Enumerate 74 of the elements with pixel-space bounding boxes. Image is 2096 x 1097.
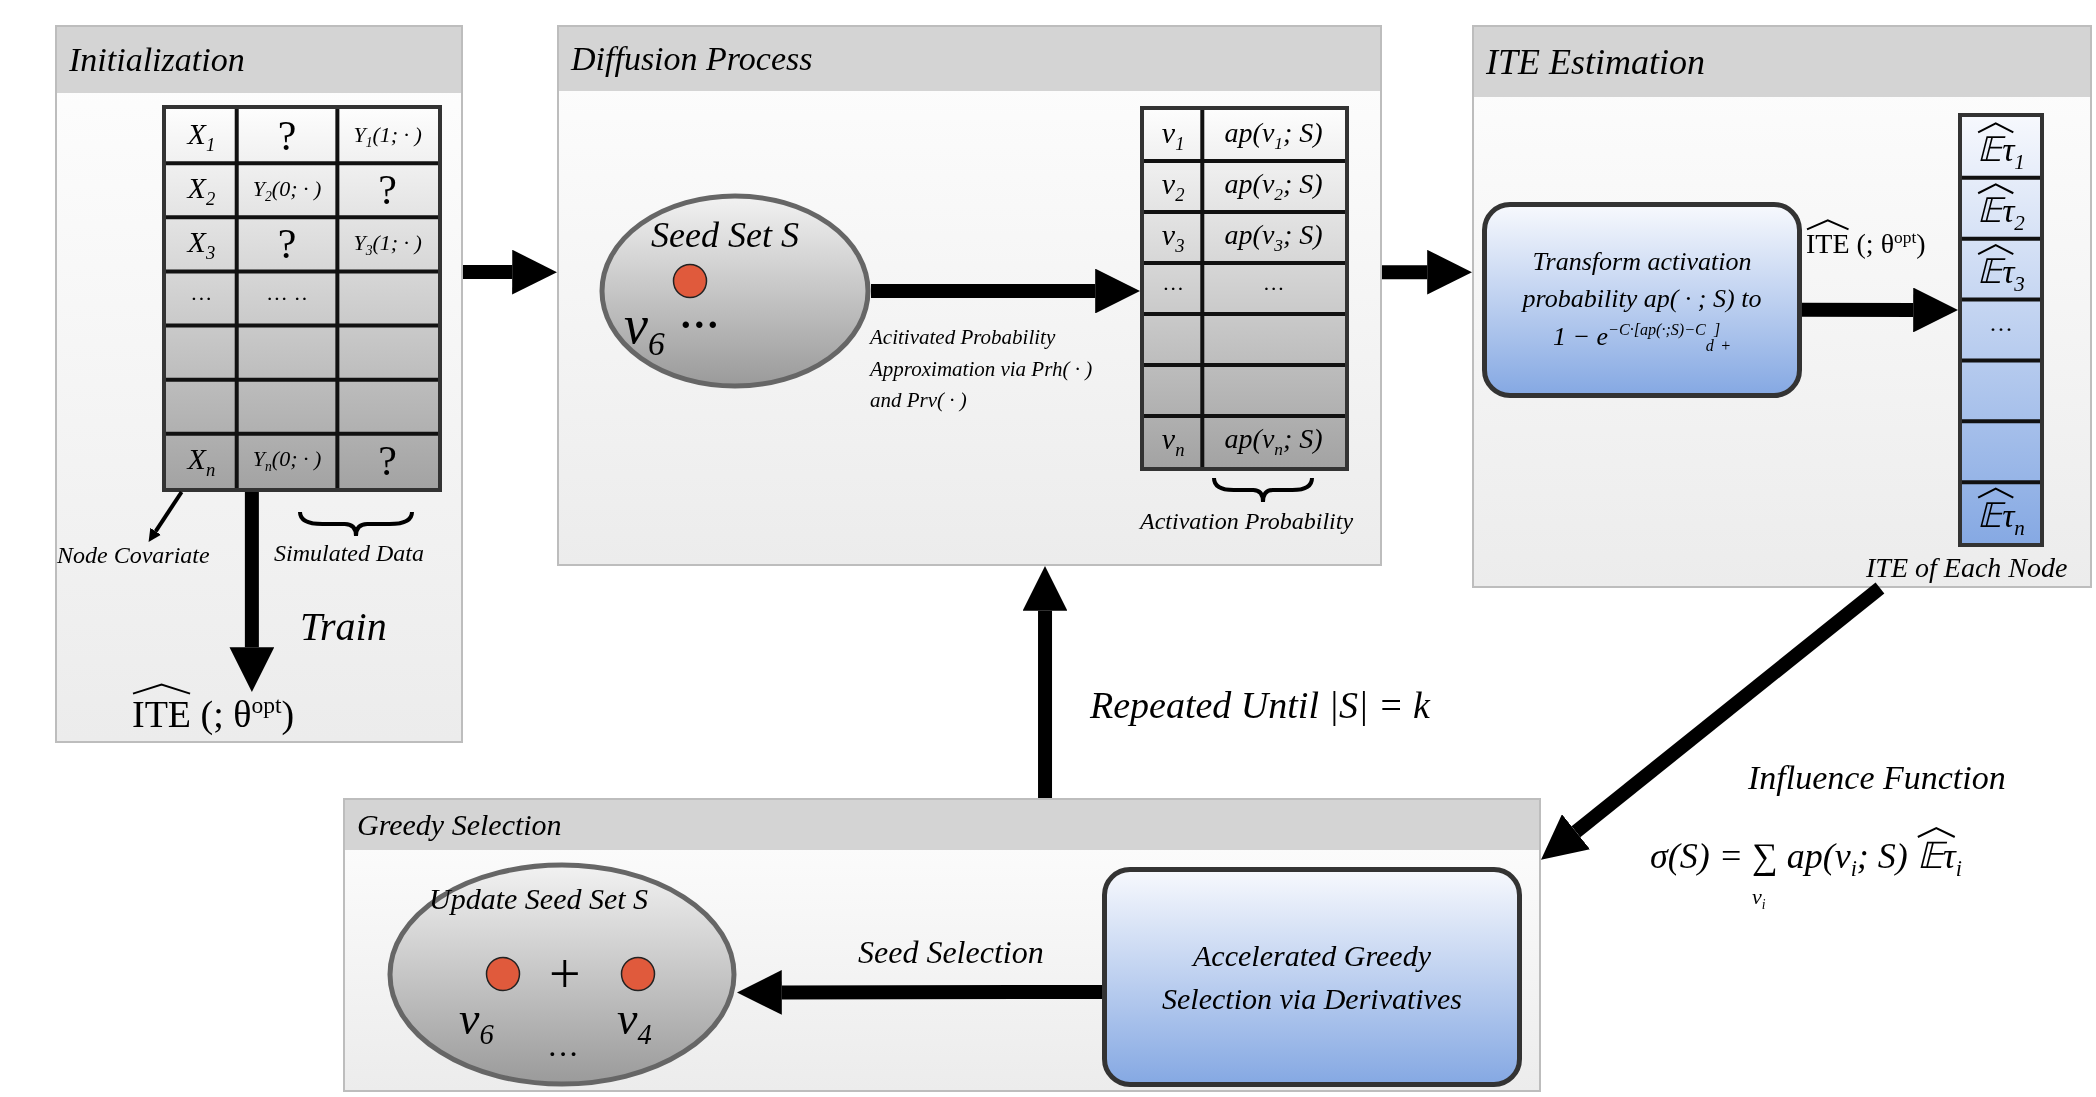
- block-arrow: [1381, 249, 1472, 295]
- ellipse-label: Seed Set S: [651, 217, 799, 253]
- table-entry: X$_{3}$: [187, 225, 216, 264]
- table-entry: ap(v$_{1}$; S): [1224, 117, 1323, 154]
- table-entry: ap(v$_{3}$; S): [1224, 219, 1323, 256]
- leader-arrow: [148, 490, 184, 542]
- table-entry: Y$_{3}$(1; · ): [353, 229, 422, 259]
- table-entry: Y$_{1}$(1; · ): [353, 121, 422, 151]
- process-box: [1102, 867, 1522, 1087]
- panel-header: Initialization: [57, 27, 461, 93]
- annotation-text: Activation Probability: [1140, 508, 1354, 536]
- stage-panel: [55, 25, 463, 743]
- block-arrow: [1802, 287, 1958, 333]
- table-entry: 𝔼τ$_{3}$: [1977, 252, 2025, 297]
- table-entry: ?: [378, 166, 397, 215]
- ellipse-label: v$_{6}$: [459, 996, 494, 1050]
- block-arrow: [462, 249, 557, 295]
- box-text: Accelerated Greedy Selection via Derivatives: [1161, 937, 1463, 1017]
- stage-panel: [557, 25, 1382, 566]
- formula-text: σ(S) = ∑ ap(v$_{i}$; S) 𝔼τ$_{i}$: [1650, 836, 1962, 882]
- table-entry: v$_{3}$: [1161, 218, 1185, 257]
- block-arrow: [737, 970, 1102, 1015]
- ellipse-label: v$_{4}$: [617, 996, 652, 1050]
- edge-label: Train: [300, 604, 387, 650]
- table-entry: ?: [277, 111, 297, 161]
- edge-label: Repeated Until |S| = k: [1090, 684, 1430, 728]
- stage-panel: [1472, 25, 2092, 588]
- table-entry: ··· ··: [265, 285, 309, 312]
- table-entry: Y$_{2}$(0; · ): [252, 175, 322, 205]
- data-table: [162, 105, 442, 492]
- stage-panel: [343, 798, 1541, 1092]
- panel-header: ITE Estimation: [1474, 27, 2090, 97]
- table-entry: 𝔼τ$_{n}$: [1977, 495, 2025, 540]
- edge-label: Influence Function: [1748, 758, 2006, 798]
- table-entry: ?: [277, 220, 297, 269]
- data-table: [1140, 106, 1349, 471]
- table-entry: Y$_{n}$(0; · ): [252, 446, 322, 476]
- block-arrow: [871, 268, 1140, 314]
- table-entry: X$_{2}$: [187, 171, 216, 210]
- ellipse-label: v$_{6}$ ···: [624, 298, 719, 361]
- annotation-text: Simulated Data: [274, 540, 424, 568]
- table-entry: ···: [1162, 275, 1185, 302]
- formula-text: ITE (; θ$^{opt}$): [132, 692, 295, 737]
- table-entry: X$_{n}$: [187, 441, 216, 481]
- panel-header: Greedy Selection: [345, 800, 1539, 850]
- table-entry: ap(v$_{n}$; S): [1224, 423, 1323, 460]
- table-entry: ···: [1989, 316, 2013, 344]
- block-arrow: [229, 492, 275, 692]
- table-entry: ···: [1262, 275, 1285, 302]
- block-arrow: [1022, 566, 1068, 798]
- annotation-text: ITE of Each Node: [1866, 552, 2068, 585]
- table-entry: ···: [190, 285, 213, 312]
- seed-set-ellipse: [599, 193, 871, 389]
- table-entry: v$_{1}$: [1161, 116, 1185, 155]
- ellipse-label: Update Seed Set S: [429, 884, 649, 914]
- edge-label: Seed Selection: [858, 934, 1044, 971]
- table-entry: ap(v$_{2}$; S): [1224, 168, 1323, 205]
- table-entry: 𝔼τ$_{2}$: [1977, 191, 2025, 236]
- edge-label: ITE (; θ$^{opt}$): [1806, 228, 1926, 261]
- data-table: [1958, 113, 2044, 547]
- seed-set-ellipse: [387, 862, 737, 1087]
- ellipse-label: ···: [547, 1038, 579, 1070]
- formula-text: v$_{i}$: [1752, 884, 1766, 914]
- block-arrow: [1541, 582, 1885, 860]
- table-entry: X$_{1}$: [187, 116, 216, 156]
- process-box: [1482, 202, 1802, 398]
- table-entry: v$_{2}$: [1161, 167, 1185, 206]
- annotation-text: Node Covariate: [57, 542, 210, 570]
- panel-header: Diffusion Process: [559, 27, 1380, 91]
- ellipse-label: +: [549, 946, 581, 1002]
- table-entry: ?: [378, 436, 397, 486]
- table-entry: 𝔼τ$_{1}$: [1977, 130, 2025, 175]
- edge-label: Acitivated Probability Approximation via Prh( · ) and Prv( · ): [870, 324, 1094, 414]
- table-entry: v$_{n}$: [1161, 422, 1185, 461]
